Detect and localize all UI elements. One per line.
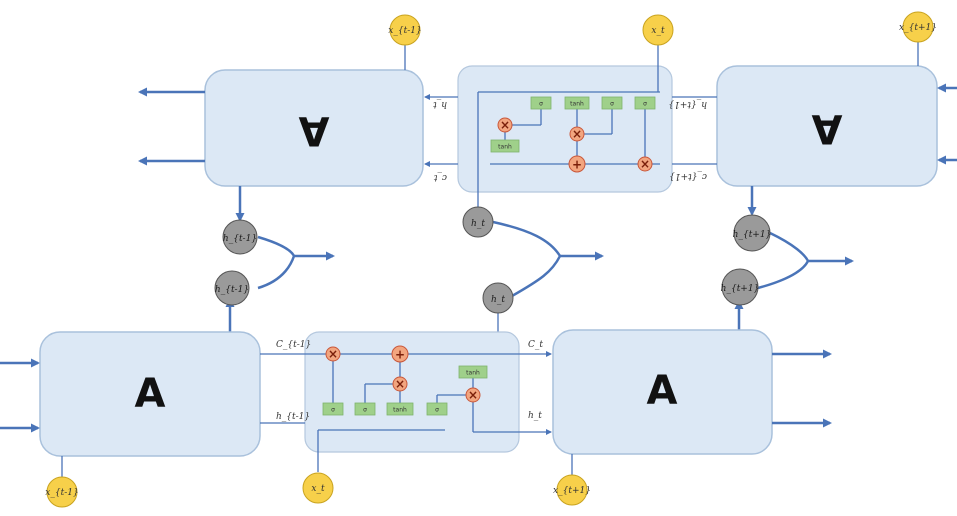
center-fwd-hidden-node xyxy=(482,282,514,314)
backward-h-right-label: h_{t+1} xyxy=(668,99,707,109)
backward-cell-right xyxy=(716,65,938,187)
forward-gate-1 xyxy=(322,402,344,416)
backward-gate-3-label: σ xyxy=(610,101,614,108)
backward-input-left xyxy=(389,14,421,46)
center-fwd-hidden-label: h_t xyxy=(491,295,505,305)
backward-mult-op-2 xyxy=(569,126,585,142)
forward-out-tanh xyxy=(458,365,488,379)
forward-h-prev-label: h_{t-1} xyxy=(276,412,310,422)
forward-c-out-label: C_t xyxy=(528,340,543,350)
backward-cell-left-label: A xyxy=(298,107,329,153)
forward-input-left xyxy=(46,476,78,508)
forward-mult-op-2-label: × xyxy=(395,377,405,391)
backward-gate-3 xyxy=(601,96,623,110)
forward-mult-op-3-label: × xyxy=(468,388,478,402)
forward-input-right-label: x_{t+1} xyxy=(553,486,591,496)
backward-gate-4-label: σ xyxy=(643,101,647,108)
backward-gate-4 xyxy=(634,96,656,110)
forward-lstm-cell xyxy=(304,331,520,453)
left-back-hidden-node xyxy=(222,219,258,255)
backward-mult-op-1 xyxy=(497,117,513,133)
left-fwd-hidden-label: h_{t-1} xyxy=(215,285,249,295)
backward-input-left-label: x_{t-1} xyxy=(388,26,421,36)
forward-cell-right xyxy=(552,329,773,455)
backward-cell-right-label: A xyxy=(811,105,842,151)
forward-cell-left-label: A xyxy=(135,371,166,417)
forward-add-op xyxy=(391,345,409,363)
forward-gate-2-label: σ xyxy=(363,407,367,414)
forward-input-center xyxy=(302,472,334,504)
forward-mult-op-3 xyxy=(465,387,481,403)
forward-input-left-label: x_{t-1} xyxy=(45,488,78,498)
backward-add-op xyxy=(568,155,586,173)
left-back-hidden-label: h_{t-1} xyxy=(223,234,257,244)
backward-out-tanh xyxy=(490,139,520,153)
backward-out-tanh-label: tanh xyxy=(498,144,512,151)
forward-gate-4-label: σ xyxy=(435,407,439,414)
backward-mult-op-3-label: × xyxy=(640,157,650,171)
backward-c-left-label: c_t xyxy=(433,172,447,182)
center-back-hidden-label: h_t xyxy=(471,219,485,229)
forward-mult-op-2 xyxy=(392,376,408,392)
backward-gate-1-label: σ xyxy=(539,101,543,108)
center-back-hidden-node xyxy=(462,206,494,238)
forward-gate-4 xyxy=(426,402,448,416)
backward-gate-1 xyxy=(530,96,552,110)
forward-gate-1-label: σ xyxy=(331,407,335,414)
left-fwd-hidden-node xyxy=(214,270,250,306)
left-merge-curve xyxy=(257,235,296,290)
backward-input-right xyxy=(902,11,934,43)
forward-h-out-label: h_t xyxy=(528,411,542,421)
backward-add-op-label: + xyxy=(572,158,582,172)
forward-gate-3-label: tanh xyxy=(393,407,407,414)
forward-input-right xyxy=(556,474,588,506)
backward-mult-op-1-label: × xyxy=(500,118,510,132)
backward-lstm-cell xyxy=(457,65,673,193)
forward-gate-3 xyxy=(386,402,414,416)
right-back-hidden-label: h_{t+1} xyxy=(733,230,772,240)
backward-mult-op-2-label: × xyxy=(572,127,582,141)
forward-cell-right-label: A xyxy=(647,368,678,414)
forward-cell-left xyxy=(39,331,261,457)
backward-input-center xyxy=(642,14,674,46)
forward-input-center-label: x_t xyxy=(311,484,325,494)
backward-mult-op-3 xyxy=(637,156,653,172)
forward-out-tanh-label: tanh xyxy=(466,370,480,377)
forward-mult-op-1 xyxy=(325,346,341,362)
backward-input-center-label: x_t xyxy=(651,26,665,36)
forward-c-prev-label: C_{t-1} xyxy=(276,340,311,350)
forward-gate-2 xyxy=(354,402,376,416)
backward-gate-2 xyxy=(564,96,590,110)
forward-mult-op-1-label: × xyxy=(328,347,338,361)
right-fwd-hidden-node xyxy=(721,268,759,306)
right-fwd-hidden-label: h_{t+1} xyxy=(721,284,760,294)
forward-add-op-label: + xyxy=(395,348,405,362)
backward-input-right-label: x_{t+1} xyxy=(899,23,937,33)
backward-gate-2-label: tanh xyxy=(570,101,584,108)
right-back-hidden-node xyxy=(733,214,771,252)
backward-cell-left xyxy=(204,69,424,187)
backward-c-right-label: c_{t+1} xyxy=(669,171,707,181)
backward-h-left-label: h_t xyxy=(433,99,447,109)
